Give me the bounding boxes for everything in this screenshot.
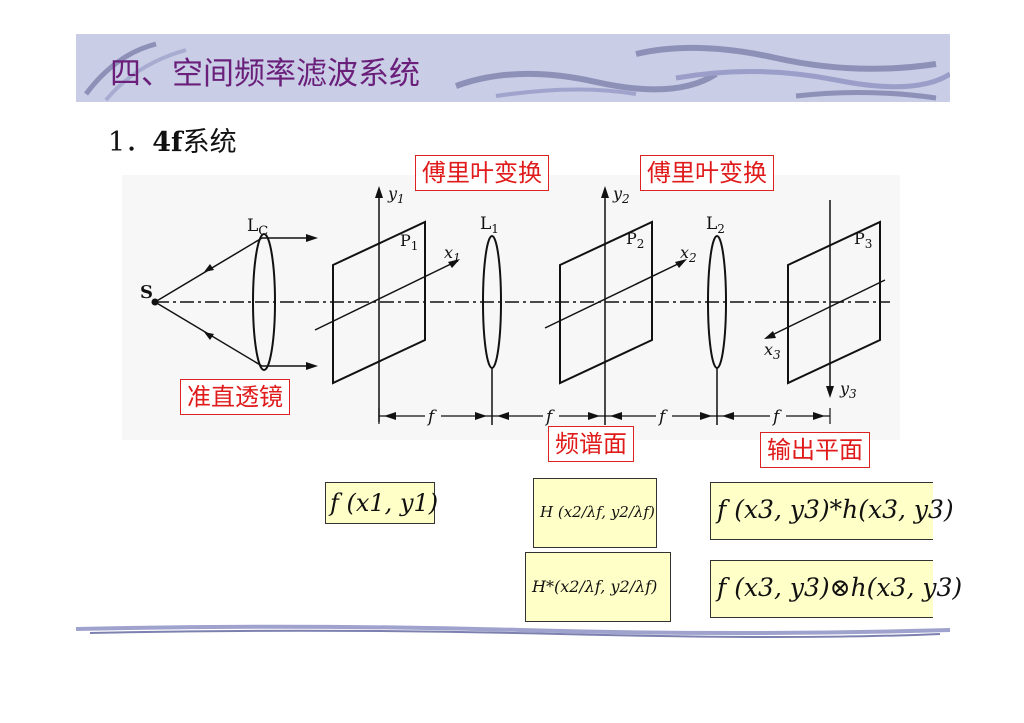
convolution-formula: f (x3, y3)*h(x3, y3)	[710, 482, 954, 540]
source-label: S	[140, 282, 153, 303]
x2-axis	[544, 261, 683, 329]
point-source	[151, 298, 159, 306]
section-name: 系统	[182, 127, 237, 158]
input-function-formula: f (x1, y1)	[325, 482, 438, 524]
fourier-transform-label-2: 傅里叶变换	[640, 155, 774, 191]
svg-text:y1: y1	[387, 184, 405, 206]
svg-text:L2: L2	[706, 214, 725, 236]
x1-axis	[314, 261, 456, 331]
svg-text:LC: LC	[247, 216, 268, 239]
svg-text:y3: y3	[839, 379, 857, 401]
slide-title: 四、空间频率滤波系统	[110, 56, 420, 92]
conjugate-transfer-function-formula: H*(x2/λf, y2/λf)	[525, 552, 671, 622]
svg-text:x2: x2	[680, 243, 697, 265]
svg-text:x1: x1	[444, 243, 461, 265]
ray-arrow-upper	[204, 264, 214, 272]
svg-text:P2: P2	[626, 229, 644, 251]
fourier-transform-label-1: 傅里叶变换	[415, 155, 549, 191]
collimating-lens	[252, 233, 276, 371]
spectrum-plane-label: 频谱面	[548, 426, 634, 462]
section-heading: 1．4f系统	[108, 120, 237, 159]
output-plane-label: 输出平面	[760, 432, 870, 468]
spectrum-plane-p2	[559, 220, 653, 385]
focal-length-4: f	[771, 407, 782, 427]
transfer-function-formula: H (x2/λf, y2/λf)	[533, 478, 657, 548]
svg-text:P1: P1	[400, 231, 418, 253]
svg-text:P3: P3	[854, 229, 872, 251]
banner-swirl-decoration	[84, 41, 950, 102]
correlation-formula: f (x3, y3)⊗h(x3, y3)	[710, 560, 962, 618]
output-plane-p3	[787, 220, 881, 385]
section-name-bold: 4f	[152, 127, 183, 158]
collimating-lens-label: 准直透镜	[180, 379, 290, 415]
focal-length-1: f	[426, 407, 437, 427]
input-plane-p1	[332, 220, 426, 385]
ray-arrow-lower	[204, 332, 214, 340]
section-number: 1．	[108, 127, 153, 158]
title-banner	[76, 34, 950, 102]
svg-text:y2: y2	[612, 184, 630, 206]
focal-length-3: f	[657, 407, 668, 427]
focal-length-2: f	[544, 407, 555, 427]
x3-axis	[769, 279, 886, 337]
svg-text:L1: L1	[480, 214, 499, 236]
svg-text:x3: x3	[764, 340, 781, 362]
